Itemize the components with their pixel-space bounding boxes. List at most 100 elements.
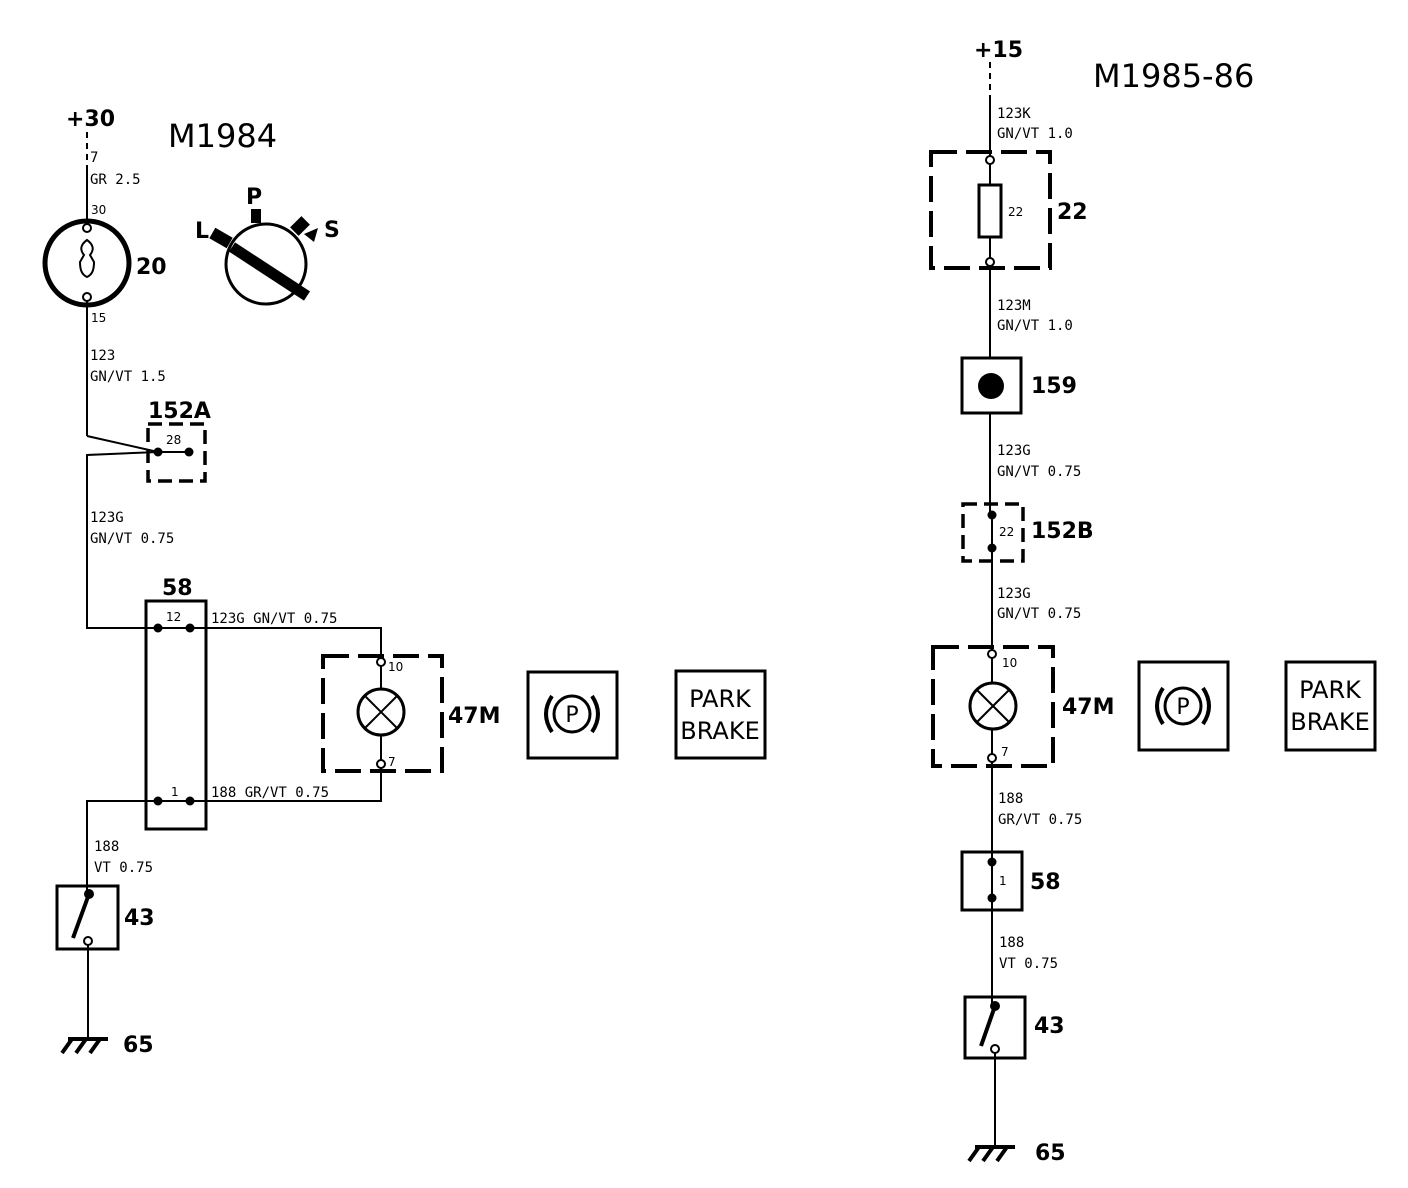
wire-7-num: 7: [90, 150, 98, 166]
pin-15-label: 15: [91, 311, 106, 325]
pin-30-label: 30: [91, 203, 106, 217]
connector-58-pin-12: 12: [166, 610, 181, 624]
connector-152b-pin: 22: [999, 525, 1014, 539]
switch-43-pin: [83, 936, 93, 946]
park-brake-label-box: [1284, 660, 1377, 752]
lamp-x-stroke: [364, 695, 398, 729]
lamp-47m-ref: 47M: [448, 704, 501, 729]
fuse-icon: [977, 183, 1003, 239]
splice-159-ref: 159: [1031, 374, 1077, 399]
wire-123g-b-num: 123G: [997, 586, 1031, 602]
title-m1985-86: M1985-86: [1093, 57, 1254, 95]
switch-43-lever: [979, 1005, 997, 1047]
connector-58-pin-1: 1: [171, 785, 179, 799]
park-brake-letter: P: [565, 703, 578, 728]
wire-7-spec: GR 2.5: [90, 172, 141, 188]
park-brake-symbol-box: [526, 670, 619, 760]
ground-icon: [60, 1037, 108, 1055]
key-icon: [78, 238, 96, 279]
title-m1984: M1984: [168, 117, 277, 155]
fuse-label: 22: [1008, 205, 1023, 219]
switch-43-ref: 43: [124, 906, 155, 931]
lamp-x-stroke: [976, 689, 1010, 723]
lamp-pin-7: [987, 753, 997, 763]
park-label-line1: PARK: [1299, 676, 1362, 704]
connector-152a-pin: 28: [166, 433, 181, 447]
ground-65-ref: 65: [1035, 1141, 1066, 1166]
key-pos-p: P: [246, 185, 262, 210]
lamp-pin-10-label: 10: [388, 660, 403, 674]
wire-123k-num: 123K: [997, 106, 1031, 122]
ground-65-ref: 65: [123, 1033, 154, 1058]
wire-123-num: 123: [90, 348, 115, 364]
wire-123k-spec: GN/VT 1.0: [997, 126, 1073, 142]
switch-43-pin: [990, 1044, 1000, 1054]
connector-58-dot: [153, 623, 163, 633]
ignition-ref-20: 20: [136, 255, 167, 280]
supply-plus30: +30: [66, 107, 115, 132]
park-brake-icon-arc: [544, 694, 554, 734]
key-position-dial-icon: [209, 209, 318, 306]
wire-123m-num: 123M: [997, 298, 1031, 314]
pin-30: [82, 223, 92, 233]
park-brake-letter: P: [1176, 695, 1189, 720]
supply-plus15: +15: [974, 38, 1023, 63]
wire-123m-spec: GN/VT 1.0: [997, 318, 1073, 334]
lamp-47m-box: [321, 654, 444, 773]
lamp-pin-7: [376, 759, 386, 769]
fuse-22-ref: 22: [1057, 200, 1088, 225]
park-brake-symbol-box: [1137, 660, 1230, 752]
wire-top-label: 123G GN/VT 0.75: [211, 611, 337, 627]
switch-43-ref: 43: [1034, 1014, 1065, 1039]
wire-188b-num: 188: [999, 935, 1024, 951]
wire-123g-b-spec: GN/VT 0.75: [997, 606, 1081, 622]
wire-188a-spec: GR/VT 0.75: [998, 812, 1082, 828]
wire-123-to-152a: [86, 435, 159, 453]
wire-188b-spec: VT 0.75: [999, 956, 1058, 972]
connector-58-ref: 58: [1030, 870, 1061, 895]
wire-123-spec: GN/VT 1.5: [90, 369, 166, 385]
wire-123g: [86, 451, 159, 629]
circuit-m1984: M1984 +30 7 GR 2.5 30 15 20 L P S 123 GN…: [42, 107, 767, 1058]
wire-123g-to-lamp: [190, 627, 382, 658]
switch-43-lever: [71, 893, 91, 939]
park-brake-icon: [552, 694, 592, 734]
lamp-pin-10: [376, 657, 386, 667]
splice-159-dot: [978, 373, 1004, 399]
connector-58-box: [144, 599, 208, 831]
ground-icon: [967, 1145, 1015, 1163]
park-brake-icon: [1163, 686, 1203, 726]
key-pos-s: S: [324, 218, 340, 243]
wire-123g-num: 123G: [90, 510, 124, 526]
connector-152a-ref: 152A: [148, 399, 211, 424]
key-pos-l: L: [195, 219, 209, 244]
wire-188-num: 188: [94, 839, 119, 855]
park-brake-label-box: [674, 669, 767, 760]
circuit-m1985-86: M1985-86 +15 123K GN/VT 1.0 22 22 123M G…: [929, 38, 1377, 1166]
wire-188-from-lamp: [190, 767, 382, 802]
wire-188a-num: 188: [998, 791, 1023, 807]
connector-152b-ref: 152B: [1031, 519, 1094, 544]
lamp-pin-7-label: 7: [1001, 745, 1009, 759]
park-label-line2: BRAKE: [680, 717, 760, 745]
fuse-pin-out: [985, 257, 995, 267]
lamp-pin-7-label: 7: [388, 755, 396, 769]
connector-152a-dot-out: [184, 447, 194, 457]
connector-58-ref: 58: [162, 576, 193, 601]
pin-15: [82, 292, 92, 302]
lamp-pin-10-label: 10: [1002, 656, 1017, 670]
fuse-pin-in: [985, 155, 995, 165]
wire-123g-spec: GN/VT 0.75: [90, 531, 174, 547]
park-brake-icon-arc: [590, 694, 600, 734]
park-label-line1: PARK: [689, 685, 752, 713]
lamp-pin-10: [987, 649, 997, 659]
lamp-bulb-icon: [968, 681, 1018, 731]
connector-58-pin: 1: [999, 874, 1007, 888]
park-brake-icon-arc: [1155, 686, 1165, 726]
park-label-line2: BRAKE: [1290, 708, 1370, 736]
wire-188: [86, 800, 158, 892]
lamp-47m-ref: 47M: [1062, 695, 1115, 720]
wire-188-spec: VT 0.75: [94, 860, 153, 876]
wire-123g-a-spec: GN/VT 0.75: [997, 464, 1081, 480]
